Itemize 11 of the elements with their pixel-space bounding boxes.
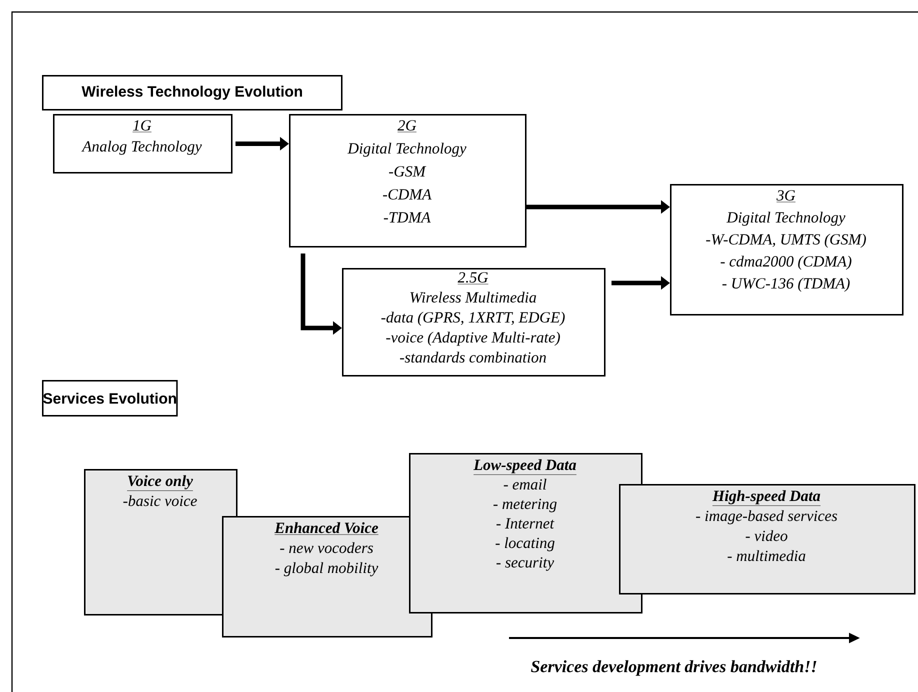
service-box: Enhanced Voice - new vocoders - global mobility (222, 516, 432, 638)
technology-box: 3G Digital Technology -W-CDMA, UMTS (GSM) - cdma2000 (CDMA) - UWC-136 (TDMA) (670, 184, 904, 316)
technology-box: 2G Digital Technology -GSM -CDMA -TDMA (289, 114, 526, 248)
technology-box: 2.5G Wireless Multimedia -data (GPRS, 1XRTT, EDGE) -voice (Adaptive Multi-rate) -standards combination (342, 268, 606, 376)
technology-box: 1G Analog Technology (53, 114, 232, 174)
service-box: Voice only -basic voice (84, 469, 238, 616)
section-heading: Wireless Technology Evolution (42, 75, 342, 110)
service-box: Low-speed Data - email - metering - Internet - locating - security (409, 453, 642, 614)
service-box: High-speed Data - image-based services - video - multimedia (619, 484, 916, 594)
section-heading: Services Evolution (42, 380, 178, 416)
caption-text: Services development drives bandwidth!! (531, 660, 816, 676)
